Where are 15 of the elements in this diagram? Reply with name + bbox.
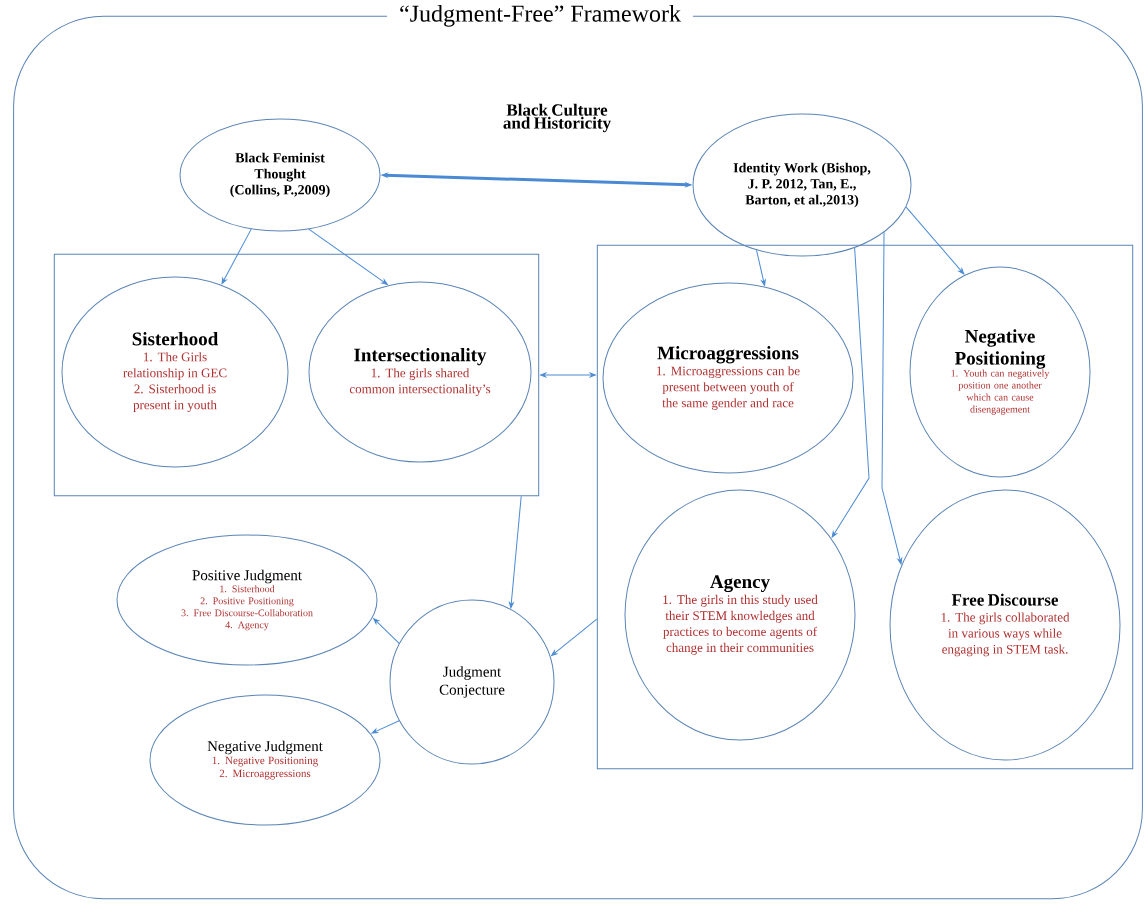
heading: Black Culture and Historicity [503, 103, 611, 133]
arrow [881, 231, 903, 565]
arrow [508, 495, 522, 609]
arrow [373, 618, 400, 644]
arrow [308, 228, 388, 285]
arrow [905, 206, 965, 275]
arrow [756, 249, 766, 286]
arrow [551, 618, 598, 657]
arrow [221, 228, 252, 285]
group-box [53, 253, 540, 497]
arrow [540, 372, 596, 378]
frame-title: “Judgment-Free” Framework [387, 2, 693, 29]
arrow [831, 247, 870, 538]
arrow [371, 720, 400, 734]
group-box [596, 244, 1134, 770]
